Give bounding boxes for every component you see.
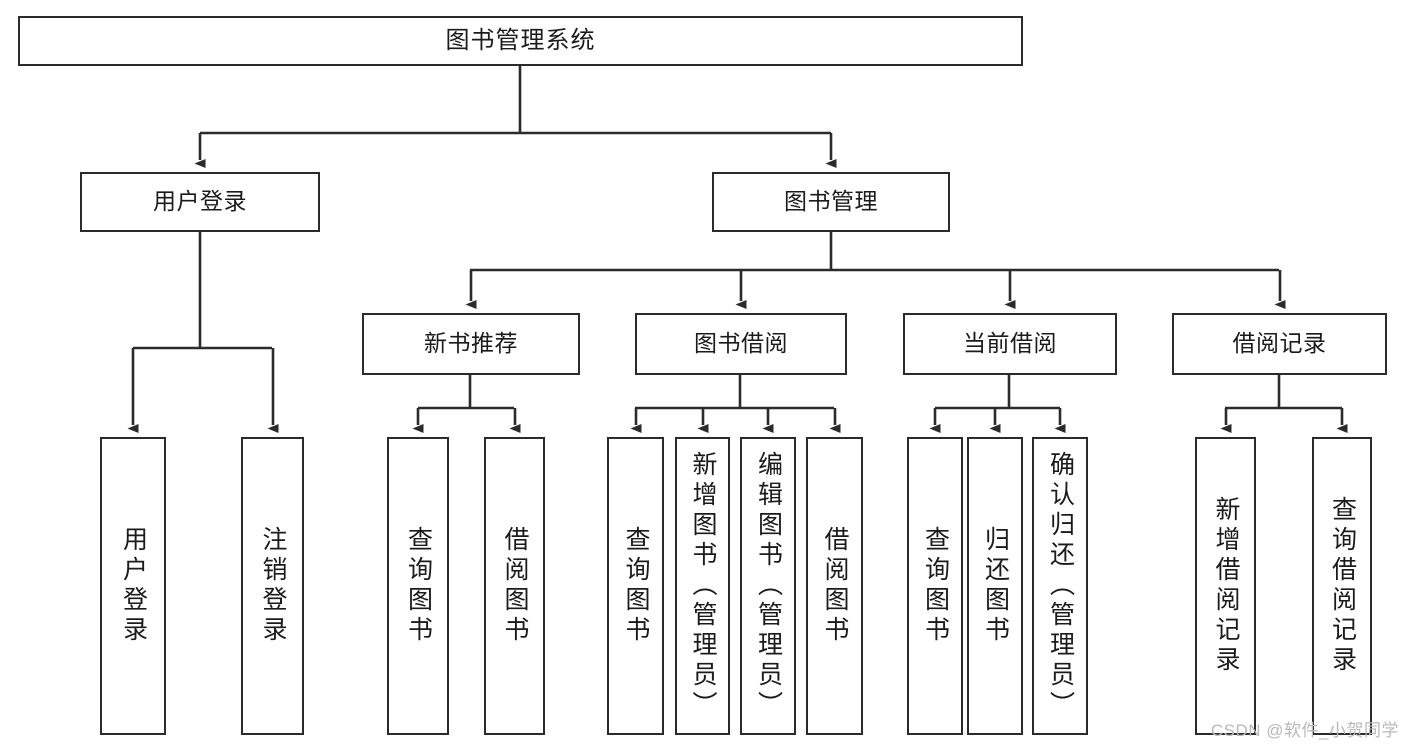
node-label: 图书管理: [784, 188, 878, 215]
node-login[interactable]: 用户登录: [80, 172, 320, 232]
node-label: 借阅图书: [501, 526, 529, 646]
node-label: 用户登录: [119, 526, 148, 646]
node-l-queryrec[interactable]: 查询借阅记录: [1312, 437, 1372, 735]
node-label: 查询借阅记录: [1328, 496, 1357, 676]
node-l-query2[interactable]: 查询图书: [607, 437, 664, 735]
node-label: 新增图书（管理员）: [689, 451, 717, 721]
node-label: 查询图书: [622, 526, 650, 646]
node-l-query1[interactable]: 查询图书: [387, 437, 449, 735]
node-l-borrow2[interactable]: 借阅图书: [806, 437, 863, 735]
node-l-edit[interactable]: 编辑图书（管理员）: [740, 437, 796, 735]
node-label: 当前借阅: [963, 330, 1057, 357]
node-label: 新增借阅记录: [1212, 496, 1240, 676]
node-l-query3[interactable]: 查询图书: [907, 437, 963, 735]
node-l-borrow1[interactable]: 借阅图书: [484, 437, 545, 735]
node-root[interactable]: 图书管理系统: [18, 16, 1023, 66]
node-label: 图书借阅: [694, 330, 788, 357]
node-label: 编辑图书（管理员）: [754, 451, 783, 721]
node-label: 查询图书: [404, 526, 433, 646]
node-l-login[interactable]: 用户登录: [100, 437, 166, 735]
node-current[interactable]: 当前借阅: [903, 313, 1117, 375]
node-l-confirm[interactable]: 确认归还（管理员）: [1032, 437, 1088, 735]
node-borrow[interactable]: 图书借阅: [635, 313, 847, 375]
node-label: 查询图书: [921, 526, 950, 646]
node-label: 借阅记录: [1232, 330, 1327, 357]
node-newbook[interactable]: 新书推荐: [362, 313, 580, 375]
node-label: 借阅图书: [821, 526, 849, 646]
node-label: 用户登录: [153, 188, 247, 215]
node-label: 归还图书: [981, 526, 1010, 646]
node-l-addrec[interactable]: 新增借阅记录: [1195, 437, 1256, 735]
node-l-logout[interactable]: 注销登录: [241, 437, 304, 735]
node-label: 新书推荐: [424, 330, 518, 357]
watermark: CSDN @软件_小贺同学: [1210, 721, 1399, 740]
node-record[interactable]: 借阅记录: [1172, 313, 1387, 375]
node-l-add[interactable]: 新增图书（管理员）: [675, 437, 730, 735]
node-label: 图书管理系统: [445, 26, 596, 54]
node-l-return[interactable]: 归还图书: [967, 437, 1023, 735]
node-bookmgmt[interactable]: 图书管理: [712, 172, 950, 232]
node-label: 确认归还（管理员）: [1046, 451, 1075, 721]
node-label: 注销登录: [259, 526, 287, 646]
